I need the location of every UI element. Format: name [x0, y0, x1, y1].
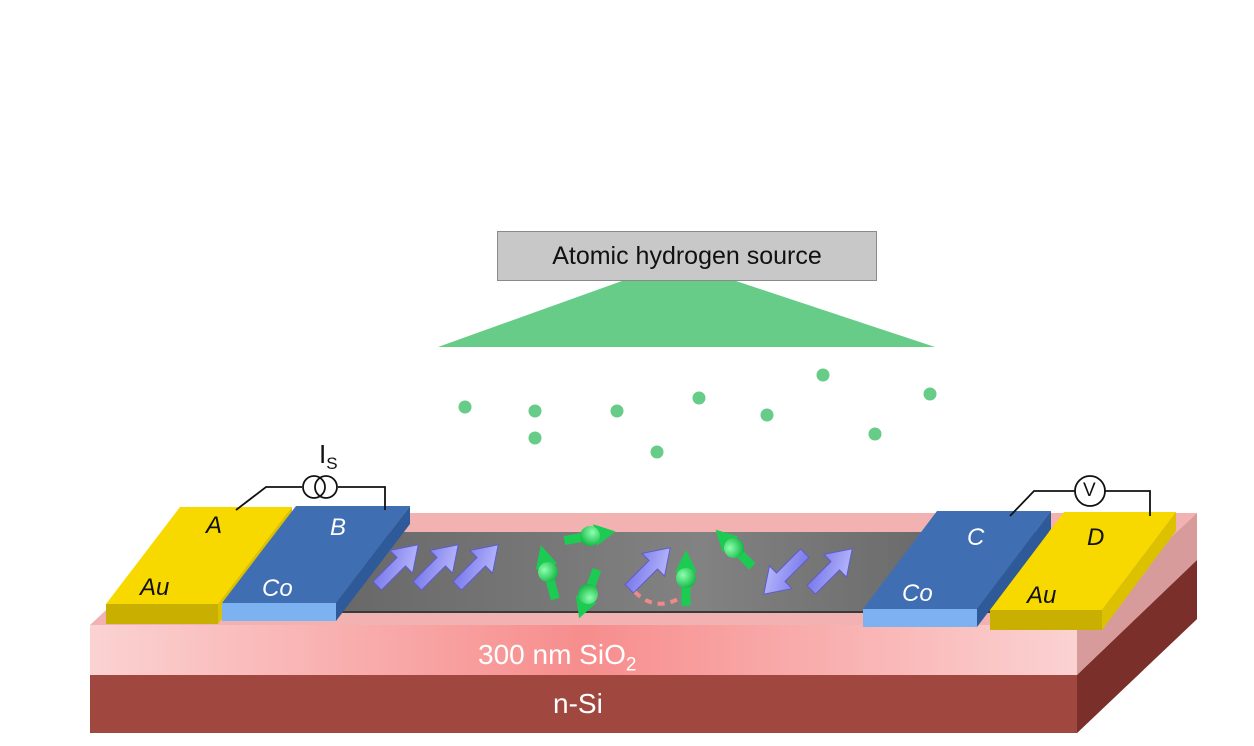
hydrogen-atom [458, 400, 472, 414]
current-source-label: IS [319, 441, 338, 472]
hydrogen-moment [675, 550, 697, 606]
oxide-layer-label: 300 nm SiO2 [478, 641, 636, 675]
hydrogen-atom [760, 408, 774, 422]
hydrogen-atom [923, 387, 937, 401]
substrate-layer [90, 560, 1197, 733]
hydrogen-atom [528, 404, 542, 418]
electrode-d [990, 512, 1176, 630]
hydrogen-atom [528, 431, 542, 445]
electrode-c-letter: C [967, 524, 985, 551]
hydrogen-atom [816, 368, 830, 382]
current-source-circuit [235, 475, 386, 511]
hydrogen-moment [568, 565, 608, 623]
electrode-d-material: Au [1027, 582, 1057, 609]
electrode-b-material: Co [262, 575, 293, 602]
electrode-d-letter: D [1087, 524, 1105, 551]
electrode-a-letter: A [206, 512, 223, 539]
hydrogen-moments [530, 520, 761, 623]
current-source-subscript: S [326, 454, 338, 474]
voltmeter-label: V [1083, 480, 1096, 501]
substrate-layer-label: n-Si [553, 688, 603, 719]
exchange-coupling-arc [633, 590, 681, 606]
hydrogen-moment [562, 520, 618, 552]
electrode-c-material: Co [902, 580, 933, 607]
oxide-layer-subscript: 2 [625, 654, 637, 676]
electrode-c [863, 511, 1051, 627]
hydrogen-moment [530, 542, 566, 602]
hydrogen-atom [868, 427, 882, 441]
hydrogen-beam-cone [438, 281, 935, 347]
voltmeter-icon [1074, 475, 1106, 507]
hydrogen-atoms [458, 368, 937, 459]
current-source-symbol: I [319, 439, 327, 469]
hydrogen-source-box: Atomic hydrogen source [497, 231, 877, 281]
electrode-b [222, 506, 410, 621]
hydrogen-atom [650, 445, 664, 459]
electrode-b-letter: B [330, 514, 347, 541]
electrode-a-material: Au [140, 574, 170, 601]
hydrogen-moment [707, 521, 761, 575]
voltmeter-circuit [1009, 475, 1151, 517]
oxide-layer-text: 300 nm SiO [478, 639, 626, 670]
hydrogen-atom [692, 391, 706, 405]
hydrogen-atom [610, 404, 624, 418]
current-source-icon [302, 475, 326, 499]
hydrogen-source-label: Atomic hydrogen source [552, 241, 822, 270]
